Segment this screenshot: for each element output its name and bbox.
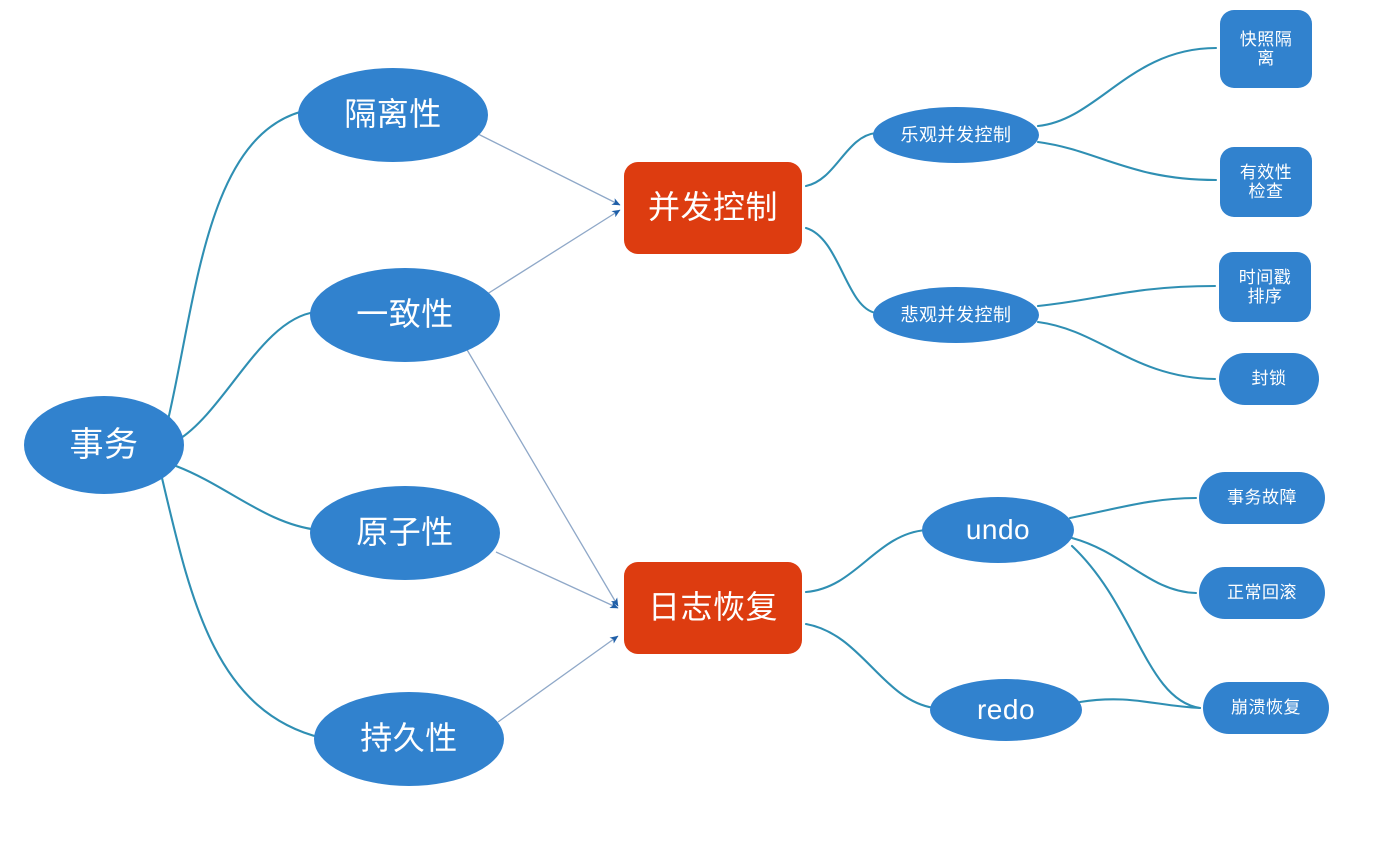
node-snapshot[interactable]: 快照隔 离 [1220,10,1312,88]
node-label-isolation: 隔离性 [344,96,442,133]
edge-root-to-consistency [176,310,318,442]
node-locking[interactable]: 封锁 [1219,353,1319,405]
node-pcc[interactable]: 悲观并发控制 [873,287,1039,343]
node-redo[interactable]: redo [930,679,1082,741]
node-label-logrecovery: 日志恢复 [647,589,778,626]
edge-redo-to-crashrec [1078,698,1202,710]
node-label-undo: undo [965,514,1031,546]
node-atomicity[interactable]: 原子性 [310,486,500,580]
edge-undo-to-rollback [1070,536,1198,595]
edge-root-to-durability [160,476,324,740]
edge-occ-to-validity [1036,140,1218,182]
edge-atomicity-to-logrecovery [495,551,619,609]
node-crashrec[interactable]: 崩溃恢复 [1203,682,1329,734]
node-label-locking: 封锁 [1251,369,1287,389]
edge-consistency-to-concurrency [483,209,621,297]
node-isolation[interactable]: 隔离性 [298,68,488,162]
edge-concurrency-to-occ [804,131,878,188]
node-txfailure[interactable]: 事务故障 [1199,472,1325,524]
node-label-durability: 持久性 [360,720,458,757]
edges-group [160,46,1218,740]
node-consistency[interactable]: 一致性 [310,268,500,362]
node-validity[interactable]: 有效性 检查 [1220,147,1312,217]
node-root[interactable]: 事务 [24,396,184,494]
edge-isolation-to-concurrency [477,133,621,206]
node-undo[interactable]: undo [922,497,1074,563]
edge-undo-to-crashrec [1070,544,1202,710]
node-label-snapshot: 快照隔 离 [1239,29,1293,68]
edge-concurrency-to-pcc [804,226,878,315]
node-label-pcc: 悲观并发控制 [900,304,1012,325]
node-rollback[interactable]: 正常回滚 [1199,567,1325,619]
node-label-validity: 有效性 检查 [1239,162,1293,201]
node-concurrency[interactable]: 并发控制 [624,162,802,254]
node-logrecovery[interactable]: 日志恢复 [624,562,802,654]
edge-root-to-atomicity [174,464,320,532]
node-label-txfailure: 事务故障 [1227,488,1297,508]
edge-pcc-to-locking [1036,320,1217,381]
node-label-timestamp: 时间戳 排序 [1238,267,1292,306]
edge-undo-to-txfailure [1068,496,1198,520]
node-occ[interactable]: 乐观并发控制 [873,107,1039,163]
node-label-consistency: 一致性 [356,296,454,333]
node-label-occ: 乐观并发控制 [900,124,1012,145]
edge-root-to-isolation [166,110,302,422]
node-label-root: 事务 [69,425,139,464]
edge-logrecovery-to-redo [804,622,936,710]
edge-logrecovery-to-undo [804,528,928,594]
node-label-concurrency: 并发控制 [647,189,778,226]
edge-pcc-to-timestamp [1036,284,1217,308]
node-label-rollback: 正常回滚 [1227,583,1297,603]
node-durability[interactable]: 持久性 [314,692,504,786]
edge-durability-to-logrecovery [497,635,619,723]
edge-occ-to-snapshot [1036,46,1218,128]
edge-consistency-to-logrecovery [465,347,619,607]
node-label-crashrec: 崩溃恢复 [1231,698,1301,718]
node-label-redo: redo [976,694,1036,726]
node-label-atomicity: 原子性 [356,514,454,551]
node-timestamp[interactable]: 时间戳 排序 [1219,252,1311,322]
